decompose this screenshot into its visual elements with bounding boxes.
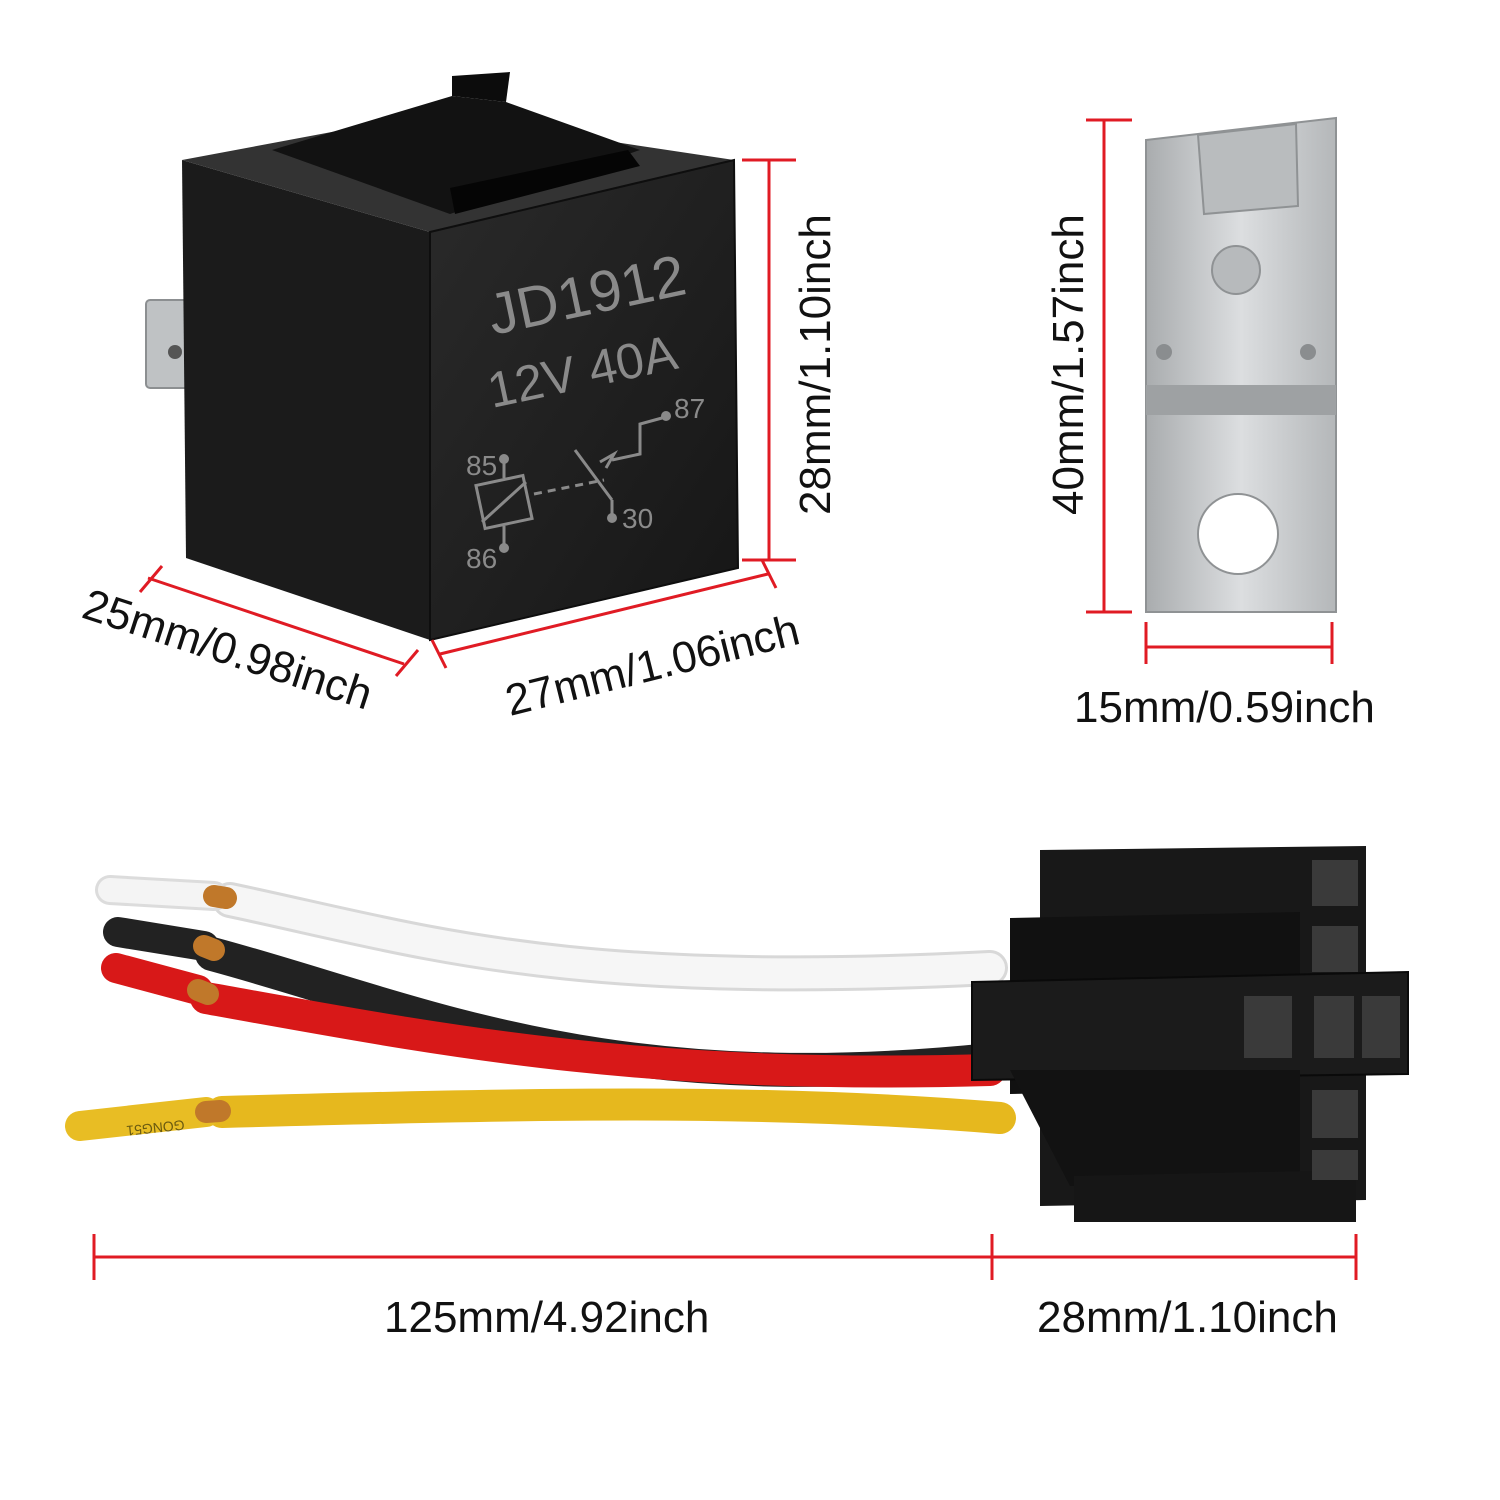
bracket-rivet <box>1211 245 1261 295</box>
pin-86-label: 86 <box>466 543 497 574</box>
bracket-width-label: 15mm/0.59inch <box>1074 683 1375 732</box>
wire-harness <box>65 875 1016 1141</box>
relay-front-face <box>429 158 740 642</box>
relay: JD1912 12V 40A 85 86 87 30 <box>145 72 740 642</box>
relay-side-face <box>182 160 430 640</box>
bracket-height-label: 40mm/1.57inch <box>1044 214 1093 515</box>
yellow-wire <box>65 1088 1016 1141</box>
wire-length-label: 125mm/4.92inch <box>384 1293 709 1342</box>
relay-height-label: 28mm/1.10inch <box>791 214 840 515</box>
mounting-bracket <box>1145 116 1337 613</box>
relay-pin-dots <box>499 411 671 553</box>
socket-width-label: 28mm/1.10inch <box>1037 1293 1338 1342</box>
socket-terminal-slots <box>1244 860 1400 1180</box>
bracket-dimension-lines <box>1086 118 1334 664</box>
white-wire <box>95 875 1008 992</box>
relay-width-label: 27mm/1.06inch <box>501 605 805 725</box>
relay-mounting-tab <box>272 72 640 214</box>
pin-87-label: 87 <box>674 393 705 424</box>
pin-85-label: 85 <box>466 450 497 481</box>
relay-dimension-lines <box>138 158 796 677</box>
red-wire <box>101 953 1006 1088</box>
relay-side-terminal <box>145 299 191 389</box>
pin-30-label: 30 <box>622 503 653 534</box>
wire-tag-text: GONG51 <box>125 1117 185 1139</box>
relay-schematic <box>474 416 663 545</box>
socket-dimension-lines <box>92 1234 1358 1280</box>
wire-copper-tips <box>187 885 237 1123</box>
bracket-mounting-hole <box>1197 493 1279 575</box>
relay-socket <box>971 846 1409 1222</box>
